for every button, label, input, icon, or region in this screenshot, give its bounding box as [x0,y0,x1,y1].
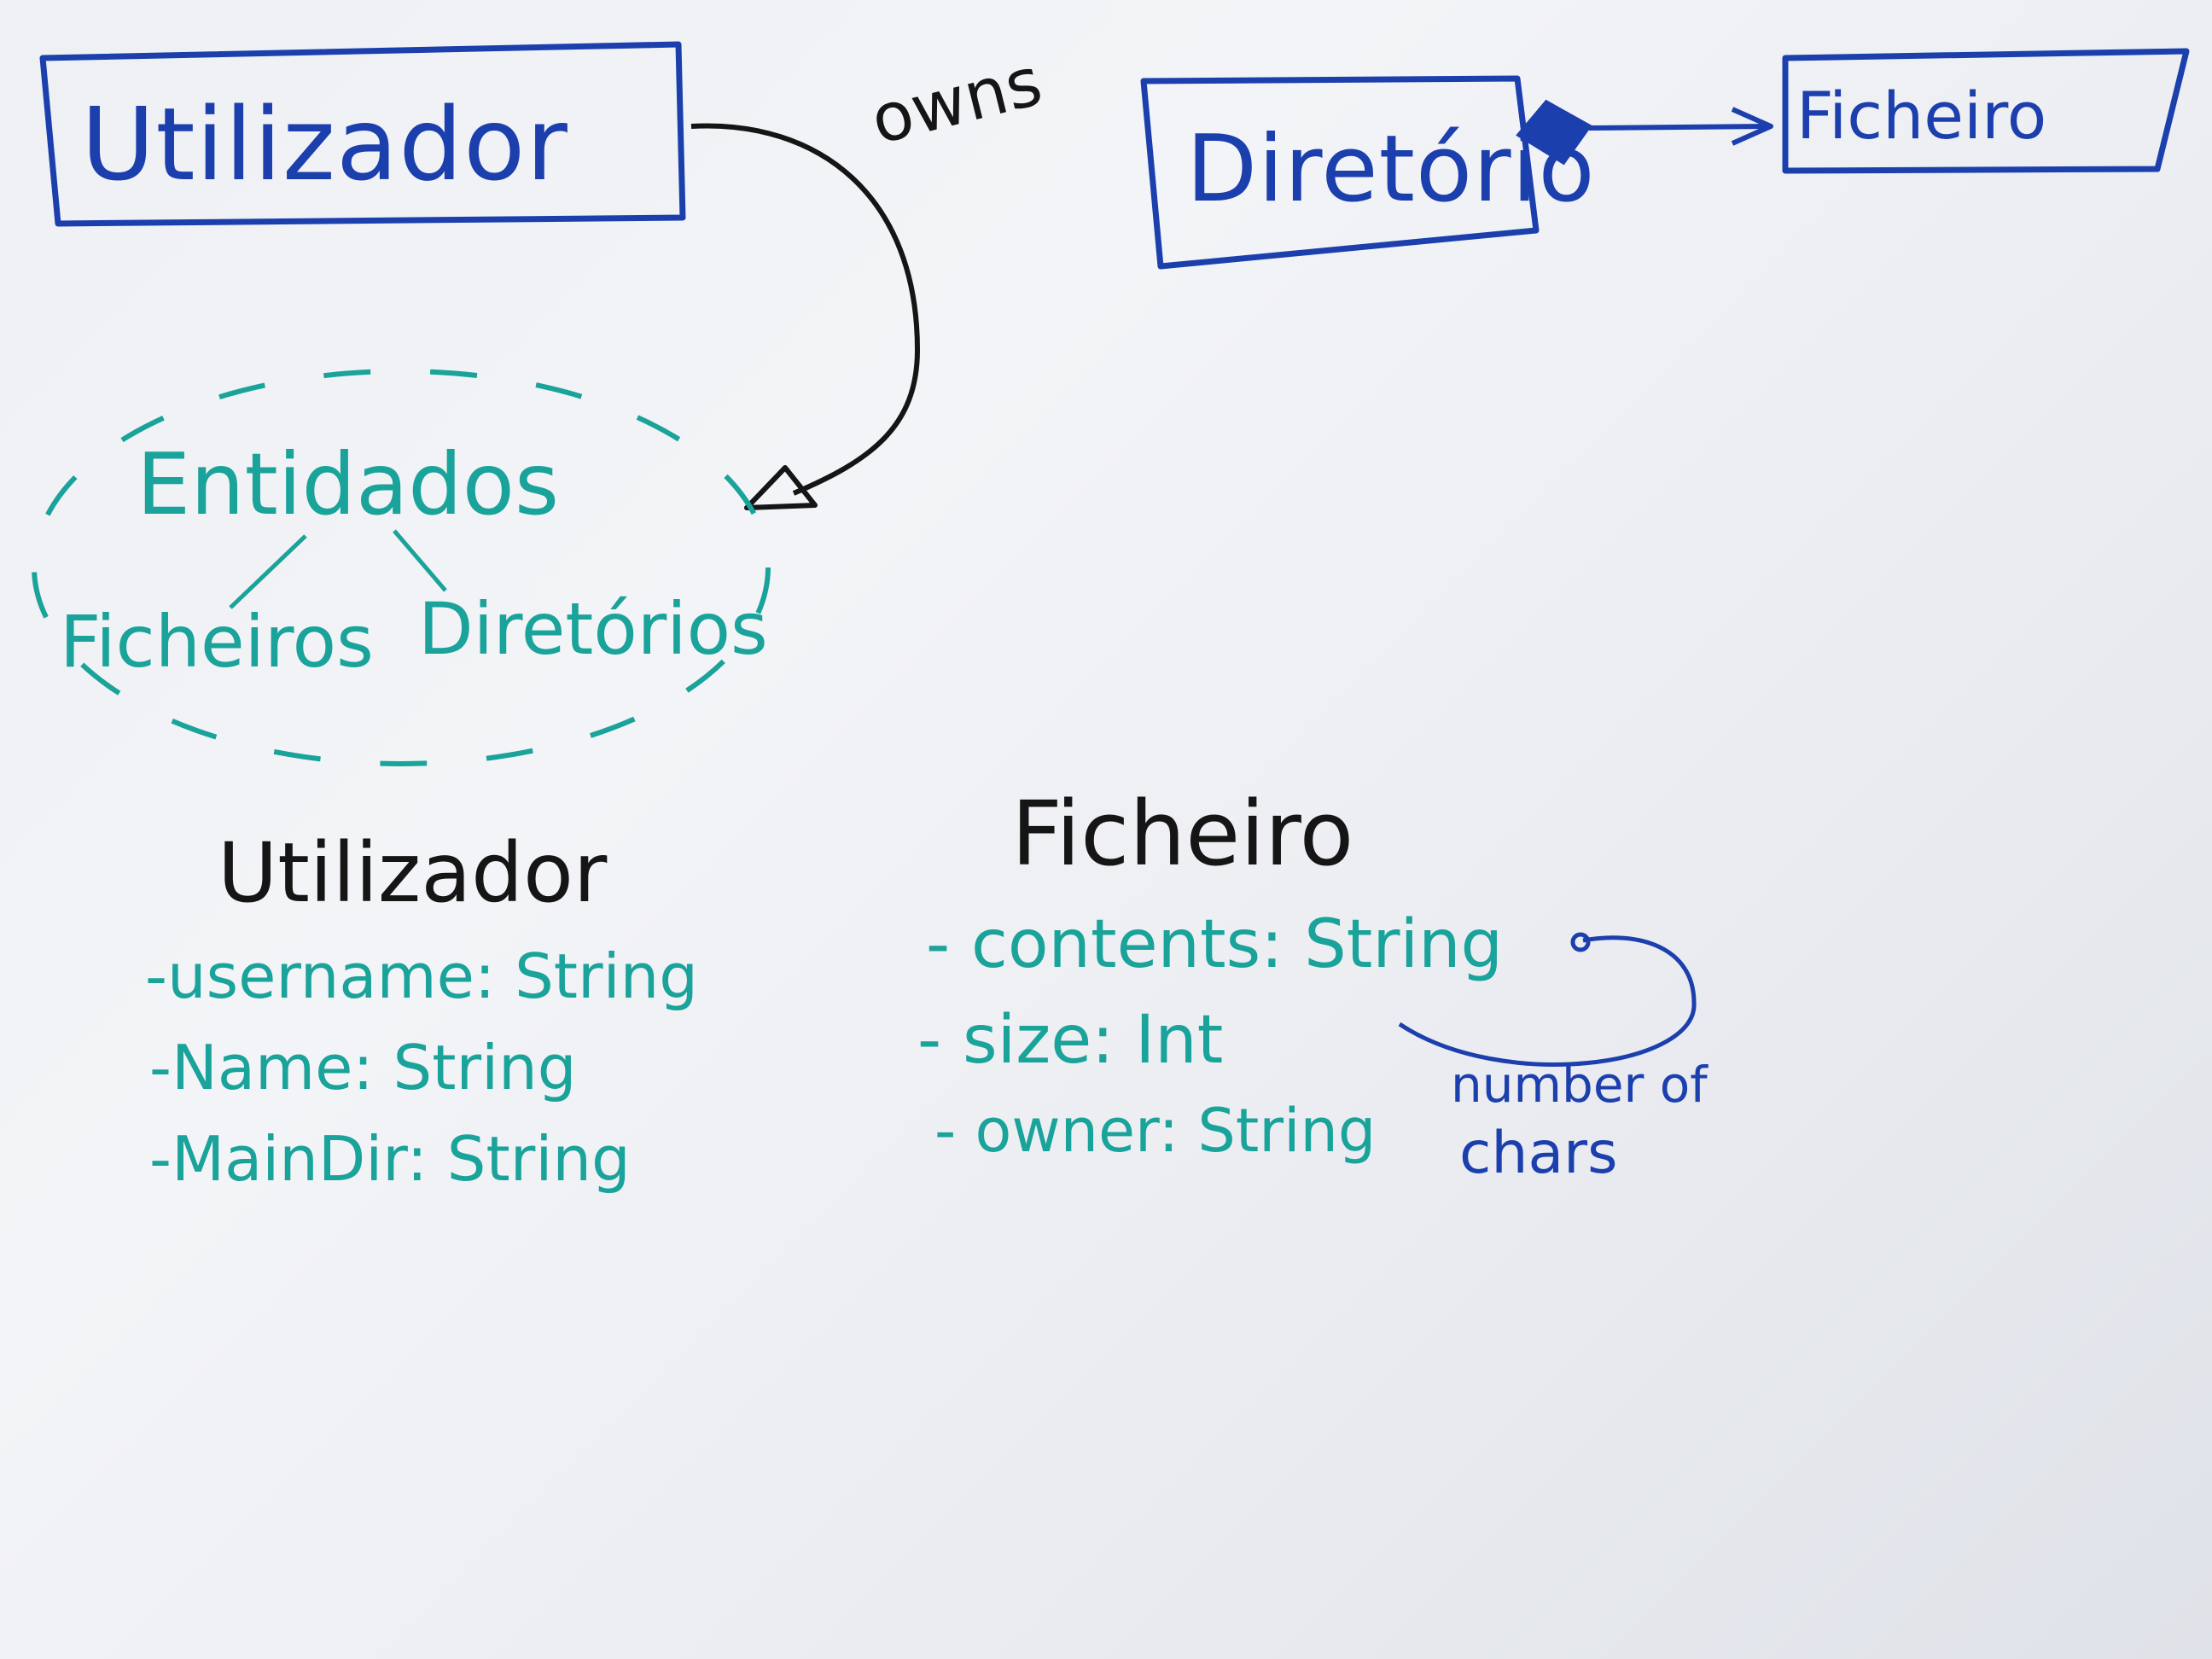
owns-arrow-line [690,123,921,496]
entidades-branch-left [229,534,307,609]
number-of-chars-loop-end [1570,932,1591,952]
utilizador-box-label: Utilizador [81,85,568,203]
utilizador-attr-maindir: -MainDir: String [149,1123,631,1195]
entidades-dashed-ellipse [32,369,771,766]
diretorio-box-border [1140,75,1540,270]
ficheiro-note-line1: number of [1451,1056,1708,1114]
entidades-item-diretorios: Diretórios [418,587,768,671]
ficheiro-attr-contents: - contents: String [926,906,1504,983]
ficheiro-class-title: Ficheiro [1011,782,1354,886]
composition-line [1588,124,1769,131]
ficheiro-note-line2: chars [1459,1120,1618,1187]
ficheiro-attr-size: - size: Int [917,1002,1224,1079]
owns-arrowhead [744,465,818,510]
entidades-item-ficheiros: Ficheiros [60,600,374,684]
number-of-chars-loop [1398,935,1697,1067]
utilizador-class-title: Utilizador [218,825,608,921]
utilizador-box-border [39,41,686,227]
ficheiro-attr-owner: - owner: String [934,1096,1377,1166]
utilizador-attr-name: -Name: String [149,1032,577,1103]
entidades-branch-right [393,529,447,592]
ficheiro-box-label: Ficheiro [1796,78,2047,154]
entidades-title: Entidados [137,434,560,534]
composition-arrowhead [1731,107,1773,146]
ficheiro-box-border [1782,48,2190,174]
utilizador-attr-username: -username: String [145,940,698,1012]
diretorio-box-label: Diretório [1186,116,1596,223]
